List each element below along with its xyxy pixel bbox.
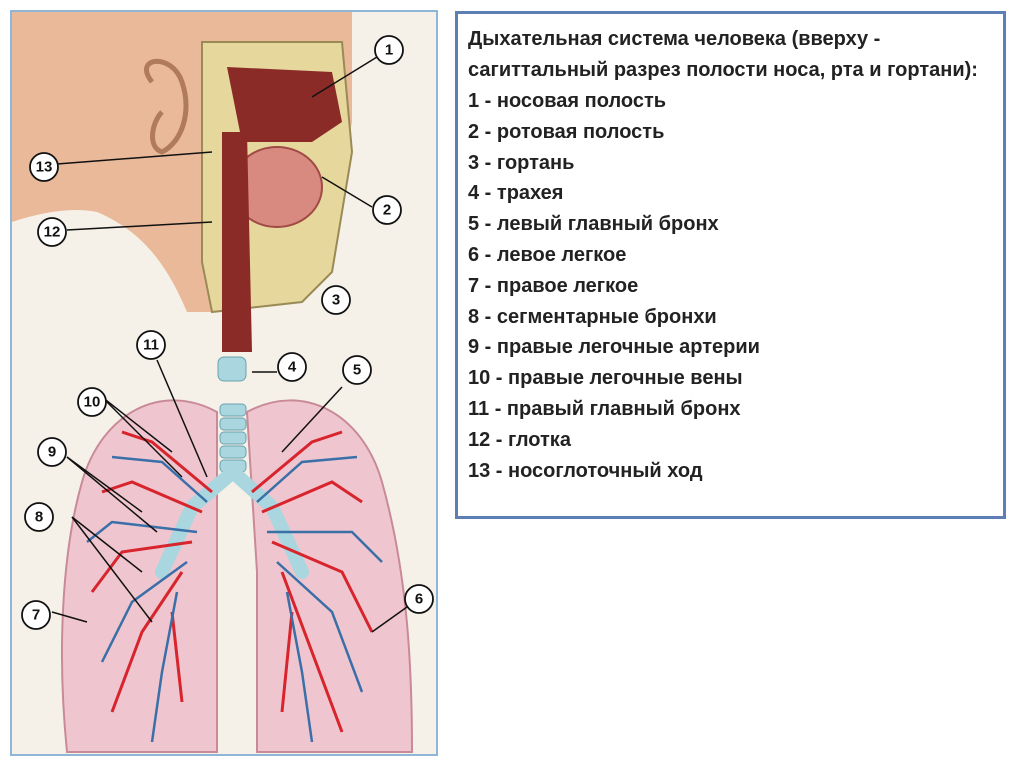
callout-number-7: 7 bbox=[32, 607, 40, 624]
callout-number-4: 4 bbox=[288, 359, 297, 376]
pharynx-shape bbox=[222, 132, 252, 352]
callout-number-2: 2 bbox=[383, 202, 391, 219]
legend-item-12: 12 - глотка bbox=[468, 425, 993, 456]
callout-number-10: 10 bbox=[84, 394, 101, 411]
anatomy-illustration: 1 2 3 4 5 6 7 8 9 10 11 12 13 bbox=[10, 10, 438, 756]
callout-number-8: 8 bbox=[35, 509, 43, 526]
legend-box: Дыхательная система человека (вверху - с… bbox=[455, 11, 1006, 519]
legend-title: Дыхательная система человека (вверху - с… bbox=[468, 24, 993, 86]
legend-item-4: 4 - трахея bbox=[468, 178, 993, 209]
legend-item-8: 8 - сегментарные бронхи bbox=[468, 302, 993, 333]
legend-item-5: 5 - левый главный бронх bbox=[468, 209, 993, 240]
legend-item-7: 7 - правое легкое bbox=[468, 271, 993, 302]
trachea-upper bbox=[218, 357, 246, 381]
trachea-rings bbox=[220, 404, 246, 472]
callout-number-5: 5 bbox=[353, 362, 361, 379]
legend-item-11: 11 - правый главный бронх bbox=[468, 394, 993, 425]
legend-item-1: 1 - носовая полость bbox=[468, 86, 993, 117]
nasal-cavity-shape bbox=[227, 67, 342, 142]
callout-number-13: 13 bbox=[36, 159, 53, 176]
callout-number-3: 3 bbox=[332, 292, 340, 309]
legend-item-3: 3 - гортань bbox=[468, 148, 993, 179]
callout-number-12: 12 bbox=[44, 224, 61, 241]
legend-item-9: 9 - правые легочные артерии bbox=[468, 332, 993, 363]
callout-number-9: 9 bbox=[48, 444, 56, 461]
right-lung bbox=[62, 400, 217, 752]
callout-number-6: 6 bbox=[415, 591, 423, 608]
legend-item-2: 2 - ротовая полость bbox=[468, 117, 993, 148]
callout-number-1: 1 bbox=[385, 42, 393, 59]
legend-item-6: 6 - левое легкое bbox=[468, 240, 993, 271]
legend-item-13: 13 - носоглоточный ход bbox=[468, 456, 993, 487]
legend-item-10: 10 - правые легочные вены bbox=[468, 363, 993, 394]
legend-list: 1 - носовая полость 2 - ротовая полость … bbox=[468, 86, 993, 486]
callout-number-11: 11 bbox=[143, 337, 159, 354]
respiratory-system-drawing: 1 2 3 4 5 6 7 8 9 10 11 12 13 bbox=[12, 12, 436, 754]
